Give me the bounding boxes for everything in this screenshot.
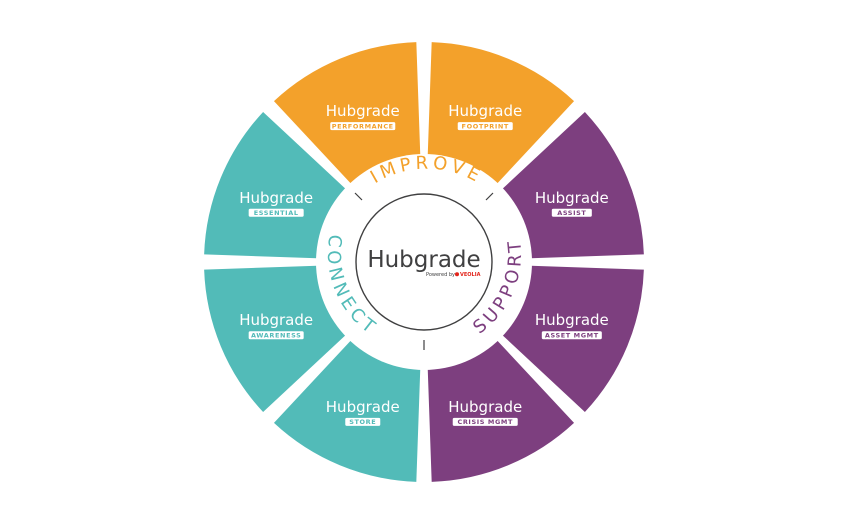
segment-shape-performance[interactable]: [273, 42, 421, 192]
segment-shape-assist[interactable]: [494, 111, 644, 259]
segment-title-performance: Hubgrade: [326, 102, 400, 120]
segment-tag-asset-mgmt: ASSET MGMT: [545, 332, 599, 340]
segment-tag-performance: PERFORMANCE: [332, 122, 394, 130]
segment-tag-pill-asset-mgmt: [541, 331, 602, 340]
segment-title-awareness: Hubgrade: [239, 311, 313, 329]
segment-tag-pill-store: [345, 417, 381, 426]
segment-title-footprint: Hubgrade: [448, 102, 522, 120]
segment-title-essential: Hubgrade: [239, 189, 313, 207]
segment-title-assist: Hubgrade: [535, 189, 609, 207]
segment-tag-pill-essential: [248, 208, 304, 217]
segment-tag-pill-performance: [330, 122, 396, 131]
divider-tick-ne: [485, 192, 494, 201]
segment-shape-footprint[interactable]: [427, 42, 575, 192]
divider-tick-nw: [354, 192, 363, 201]
segment-tag-awareness: AWARENESS: [251, 332, 301, 340]
segment-tag-assist: ASSIST: [557, 209, 586, 217]
segment-tag-footprint: FOOTPRINT: [462, 122, 509, 130]
segment-shape-store[interactable]: [273, 332, 421, 482]
segment-shape-essential[interactable]: [204, 111, 354, 259]
segment-tag-essential: ESSENTIAL: [254, 209, 299, 217]
segment-title-crisis-mgmt: Hubgrade: [448, 398, 522, 416]
segment-tag-crisis-mgmt: CRISIS MGMT: [457, 418, 513, 426]
center-powered-by: Powered by: [426, 272, 455, 278]
segment-tag-pill-assist: [551, 208, 592, 217]
center-hub: Hubgrade Powered by VEOLIA: [355, 193, 493, 331]
segment-tag-store: STORE: [349, 418, 376, 426]
center-circle: [355, 193, 493, 331]
segment-tag-pill-crisis-mgmt: [452, 417, 518, 426]
segment-tag-pill-awareness: [248, 331, 304, 340]
segment-tag-pill-footprint: [457, 122, 513, 131]
segment-title-asset-mgmt: Hubgrade: [535, 311, 609, 329]
center-brand: VEOLIA: [460, 272, 481, 278]
segments-ring: HubgradePERFORMANCEHubgradeFOOTPRINTHubg…: [204, 42, 644, 482]
segment-title-store: Hubgrade: [326, 398, 400, 416]
segment-shape-crisis-mgmt[interactable]: [427, 332, 575, 482]
center-title: Hubgrade: [367, 247, 480, 273]
veolia-logo-icon: [455, 272, 459, 277]
